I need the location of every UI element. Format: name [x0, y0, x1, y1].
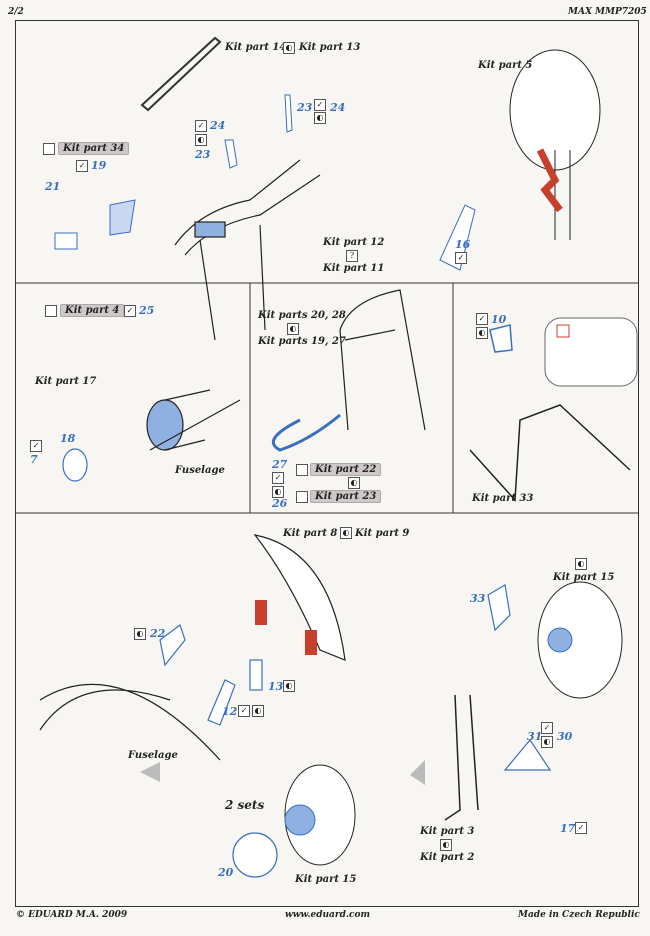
check-icon: ✓: [575, 822, 587, 834]
windscreen-drawing: [469, 317, 638, 502]
colour-icon: [296, 464, 308, 476]
instruction-frame: [15, 20, 639, 907]
check-icon: ✓: [76, 160, 88, 172]
label-kit-part-17: Kit part 17: [35, 376, 97, 387]
part-number: 27: [272, 458, 288, 471]
part-number: 21: [45, 180, 61, 193]
label-kit-part-33: Kit part 33: [472, 493, 534, 504]
pe-parts-section3: [159, 584, 552, 878]
bend-icon: ◐: [252, 705, 264, 717]
part-number: 7: [30, 453, 38, 466]
part-number: 33: [470, 592, 486, 605]
part-number: 10: [491, 313, 507, 326]
question-icon: ?: [346, 250, 358, 262]
label-fuselage: Fuselage: [175, 465, 225, 476]
label-kit-part-8: Kit part 8: [283, 528, 338, 539]
gear-door-drawing: [39, 534, 346, 761]
label-kit-part-2: Kit part 2: [420, 852, 475, 863]
bend-icon: ◐: [272, 486, 284, 498]
part-number: 23: [195, 148, 211, 161]
label-kit-part-11: Kit part 11: [323, 263, 385, 274]
label-kit-part-9: Kit part 9: [355, 528, 410, 539]
part-number: 31: [527, 730, 543, 743]
bend-icon: ◐: [476, 327, 488, 339]
colour-icon: [45, 305, 57, 317]
part-number: 13: [268, 680, 284, 693]
colour-icon: [43, 143, 55, 155]
check-icon: ✓: [238, 705, 250, 717]
bend-icon: ◐: [283, 42, 295, 54]
part-number: 30: [557, 730, 573, 743]
part-number: 25: [139, 304, 155, 317]
wheel-drawings-section3: [140, 581, 623, 866]
label-kit-part-15: Kit part 15: [295, 874, 357, 885]
bend-icon: ◐: [575, 558, 587, 570]
wheel-drawing-kit5: [509, 49, 601, 240]
label-kit-part-34: Kit part 34: [58, 142, 130, 155]
frame-part-drawing: [140, 36, 222, 112]
check-icon: ✓: [272, 472, 284, 484]
label-kit-part-4: Kit part 4: [60, 304, 125, 317]
pe-parts-section1: [54, 94, 476, 271]
check-icon: ✓: [476, 313, 488, 325]
label-kit-part-5: Kit part 5: [478, 60, 533, 71]
check-icon: ✓: [195, 120, 207, 132]
check-icon: ✓: [30, 440, 42, 452]
part-number: 17: [560, 822, 576, 835]
bend-icon: ◐: [314, 112, 326, 124]
part-number: 24: [330, 101, 346, 114]
tail-fin-drawing: [271, 289, 426, 452]
bend-icon: ◐: [440, 839, 452, 851]
bend-icon: ◐: [348, 477, 360, 489]
label-kit-part-3: Kit part 3: [420, 826, 475, 837]
label-kit-parts-19-27: Kit parts 19, 27: [258, 336, 346, 347]
check-icon: ✓: [124, 305, 136, 317]
part-number: 22: [150, 627, 166, 640]
website: www.eduard.com: [285, 910, 371, 920]
bend-icon: ◐: [134, 628, 146, 640]
colour-icon: [296, 491, 308, 503]
part-number: 18: [60, 432, 76, 445]
part-number: 24: [210, 119, 226, 132]
label-kit-part-15: Kit part 15: [553, 572, 615, 583]
part-number: 16: [455, 238, 471, 251]
bend-icon: ◐: [541, 736, 553, 748]
bend-icon: ◐: [287, 323, 299, 335]
check-icon: ✓: [541, 722, 553, 734]
part-number: 26: [272, 497, 288, 510]
label-kit-part-12: Kit part 12: [323, 237, 385, 248]
page-number: 2/2: [8, 7, 24, 17]
product-code: MAX MMP7205: [568, 7, 647, 17]
check-icon: ✓: [314, 99, 326, 111]
label-2-sets: 2 sets: [225, 798, 265, 812]
fuselage-nose-drawing: [174, 159, 321, 341]
check-icon: ✓: [455, 252, 467, 264]
engine-cowl-drawing: [62, 389, 241, 482]
part-number: 12: [222, 705, 238, 718]
label-kit-part-23: Kit part 23: [310, 490, 382, 503]
part-number: 19: [91, 159, 107, 172]
part-number: 23: [297, 101, 313, 114]
label-kit-part-22: Kit part 22: [310, 463, 382, 476]
bend-icon: ◐: [283, 680, 295, 692]
bend-icon: ◐: [340, 527, 352, 539]
origin: Made in Czech Republic: [518, 910, 640, 920]
part-number: 20: [218, 866, 234, 879]
label-fuselage: Fuselage: [128, 750, 178, 761]
label-kit-parts-20-28: Kit parts 20, 28: [258, 310, 346, 321]
label-kit-part-14: Kit part 14: [225, 42, 287, 53]
label-kit-part-13: Kit part 13: [299, 42, 361, 53]
bend-icon: ◐: [195, 134, 207, 146]
copyright: © EDUARD M.A. 2009: [16, 910, 128, 920]
